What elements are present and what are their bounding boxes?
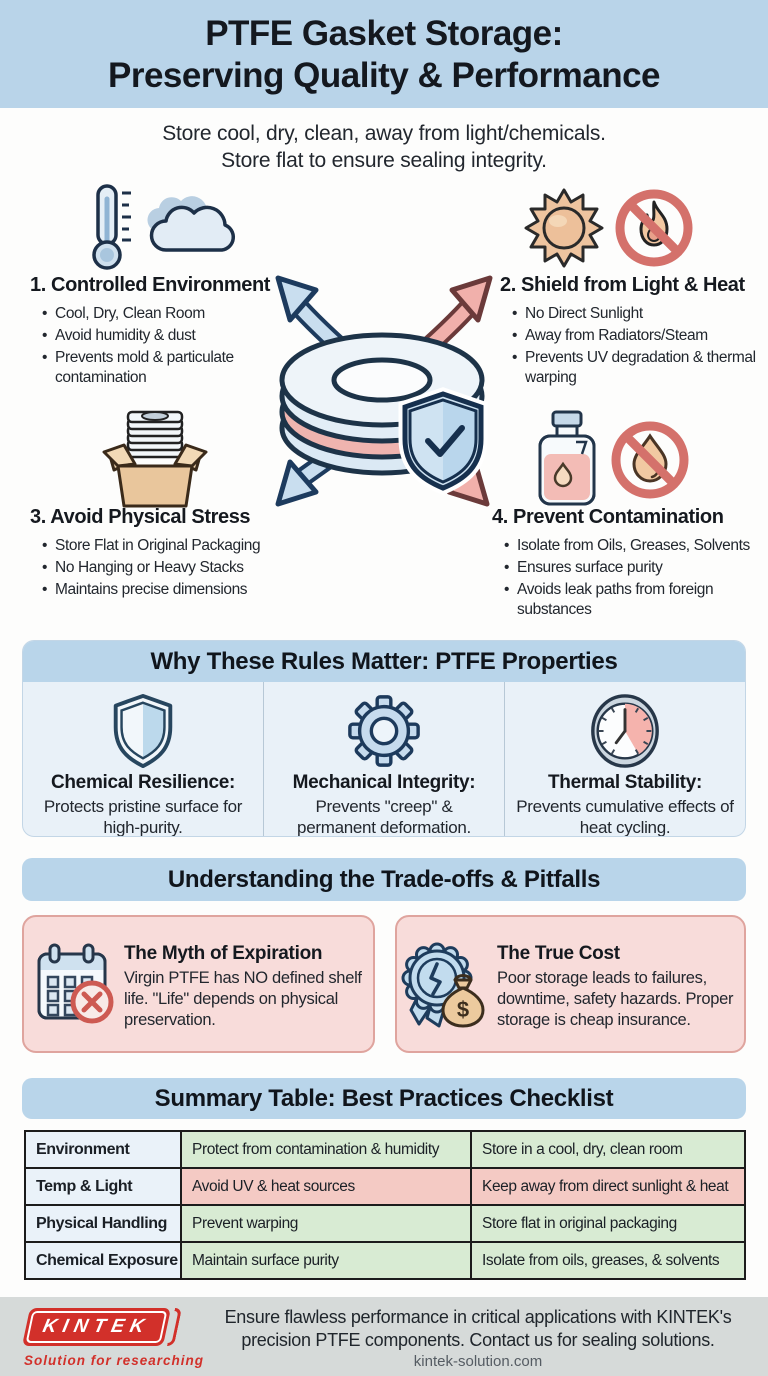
list-item: •Prevents UV degradation & thermal warpi…	[512, 349, 756, 386]
quadrant-shield-light-heat: 2. Shield from Light & Heat •No Direct S…	[500, 274, 762, 390]
q4-heading: 4. Prevent Contamination	[492, 506, 724, 528]
summary-section-title: Summary Table: Best Practices Checklist	[22, 1078, 746, 1119]
list-item: •Prevents mold & particulate contaminati…	[42, 349, 234, 386]
list-item: •No Hanging or Heavy Stacks	[42, 559, 244, 576]
quadrant-controlled-environment: 1. Controlled Environment •Cool, Dry, Cl…	[30, 274, 285, 390]
row-detail: Store in a cool, dry, clean room	[470, 1130, 746, 1169]
card-true-cost: $ The True Cost Poor storage leads to fa…	[395, 915, 746, 1053]
kintek-logo: KINTEK	[21, 1308, 182, 1346]
card-heading: The Myth of Expiration	[124, 943, 323, 964]
row-detail: Store flat in original packaging	[470, 1204, 746, 1243]
q1-heading: 1. Controlled Environment	[30, 274, 271, 296]
logo-text: KINTEK	[40, 1316, 153, 1337]
row-label: Chemical Exposure	[24, 1241, 182, 1280]
gasket-coil-illustration	[275, 275, 493, 507]
card-myth-of-expiration: The Myth of Expiration Virgin PTFE has N…	[22, 915, 375, 1053]
row-practice: Prevent warping	[180, 1204, 472, 1243]
gear-icon	[348, 695, 420, 767]
q3-icon	[90, 404, 222, 517]
shield-icon	[113, 693, 173, 769]
list-item: •Avoid humidity & dust	[42, 327, 196, 344]
list-item: •Isolate from Oils, Greases, Solvents	[504, 537, 750, 554]
card-heading: The True Cost	[497, 943, 620, 964]
table-row: Environment Protect from contamination &…	[24, 1130, 746, 1169]
badge-money-icon: $	[401, 942, 485, 1028]
q4-icons	[534, 410, 692, 510]
thermometer-icon	[92, 184, 131, 270]
list-item: •No Direct Sunlight	[512, 305, 643, 322]
property-thermal-stability: Thermal Stability: Prevents cumulative e…	[504, 682, 745, 836]
row-detail: Keep away from direct sunlight & heat	[470, 1167, 746, 1206]
properties-body: Chemical Resilience: Protects pristine s…	[23, 682, 745, 836]
card-text: Poor storage leads to failures, downtime…	[497, 969, 734, 1029]
table-row: Temp & Light Avoid UV & heat sources Kee…	[24, 1167, 746, 1206]
row-practice: Protect from contamination & humidity	[180, 1130, 472, 1169]
q3-heading: 3. Avoid Physical Stress	[30, 506, 251, 528]
row-detail: Isolate from oils, greases, & solvents	[470, 1241, 746, 1280]
sun-icon	[524, 188, 604, 268]
calendar-x-icon	[37, 943, 114, 1024]
row-practice: Maintain surface purity	[180, 1241, 472, 1280]
page-title-line1: PTFE Gasket Storage:	[205, 14, 563, 53]
logo-tagline: Solution for researching	[24, 1353, 205, 1368]
box-gaskets-icon	[102, 410, 208, 508]
footer-line2: precision PTFE components. Contact us fo…	[241, 1330, 715, 1350]
table-row: Physical Handling Prevent warping Store …	[24, 1204, 746, 1243]
footer-website: kintek-solution.com	[413, 1353, 543, 1370]
quadrant-avoid-physical-stress: 3. Avoid Physical Stress •Store Flat in …	[30, 506, 322, 602]
property-mechanical-integrity: Mechanical Integrity: Prevents "creep" &…	[263, 682, 504, 836]
clock-icon	[591, 694, 659, 768]
list-item: •Away from Radiators/Steam	[512, 327, 708, 344]
svg-text:$: $	[457, 997, 469, 1022]
footer-text: Ensure flawless performance in critical …	[200, 1306, 756, 1370]
list-item: •Store Flat in Original Packaging	[42, 537, 261, 554]
page-title-line2: Preserving Quality & Performance	[108, 56, 661, 95]
row-practice: Avoid UV & heat sources	[180, 1167, 472, 1206]
chemical-bottle-icon	[538, 410, 596, 506]
gasket-stack	[126, 410, 184, 459]
property-chemical-resilience: Chemical Resilience: Protects pristine s…	[23, 682, 263, 836]
table-row: Chemical Exposure Maintain surface purit…	[24, 1241, 746, 1280]
quadrant-prevent-contamination: 4. Prevent Contamination •Isolate from O…	[492, 506, 764, 622]
no-fire-icon	[615, 189, 693, 267]
list-item: •Cool, Dry, Clean Room	[42, 305, 205, 322]
properties-section-title: Why These Rules Matter: PTFE Properties	[23, 641, 745, 682]
row-label: Temp & Light	[24, 1167, 182, 1206]
cloud-icon	[147, 196, 235, 252]
list-item: •Ensures surface purity	[504, 559, 663, 576]
intro-line1: Store cool, dry, clean, away from light/…	[162, 122, 606, 145]
footer: KINTEK Solution for researching Ensure f…	[0, 1297, 768, 1376]
row-label: Environment	[24, 1130, 182, 1169]
tradeoffs-section-title: Understanding the Trade-offs & Pitfalls	[22, 858, 746, 901]
shield-check-icon	[398, 387, 488, 496]
q1-icons	[78, 183, 240, 271]
row-label: Physical Handling	[24, 1204, 182, 1243]
card-text: Virgin PTFE has NO defined shelf life. "…	[124, 969, 362, 1029]
intro-text: Store cool, dry, clean, away from light/…	[0, 120, 768, 174]
q2-heading: 2. Shield from Light & Heat	[500, 274, 745, 296]
header-band: PTFE Gasket Storage: Preserving Quality …	[0, 0, 768, 108]
list-item: •Maintains precise dimensions	[42, 581, 248, 598]
q2-icons	[524, 186, 696, 270]
list-item: •Avoids leak paths from foreign substanc…	[504, 581, 714, 618]
intro-line2: Store flat to ensure sealing integrity.	[221, 149, 547, 172]
best-practices-table: Environment Protect from contamination &…	[24, 1130, 746, 1280]
no-drop-icon	[611, 421, 689, 499]
properties-section: Why These Rules Matter: PTFE Properties …	[22, 640, 746, 837]
footer-line1: Ensure flawless performance in critical …	[224, 1307, 732, 1327]
